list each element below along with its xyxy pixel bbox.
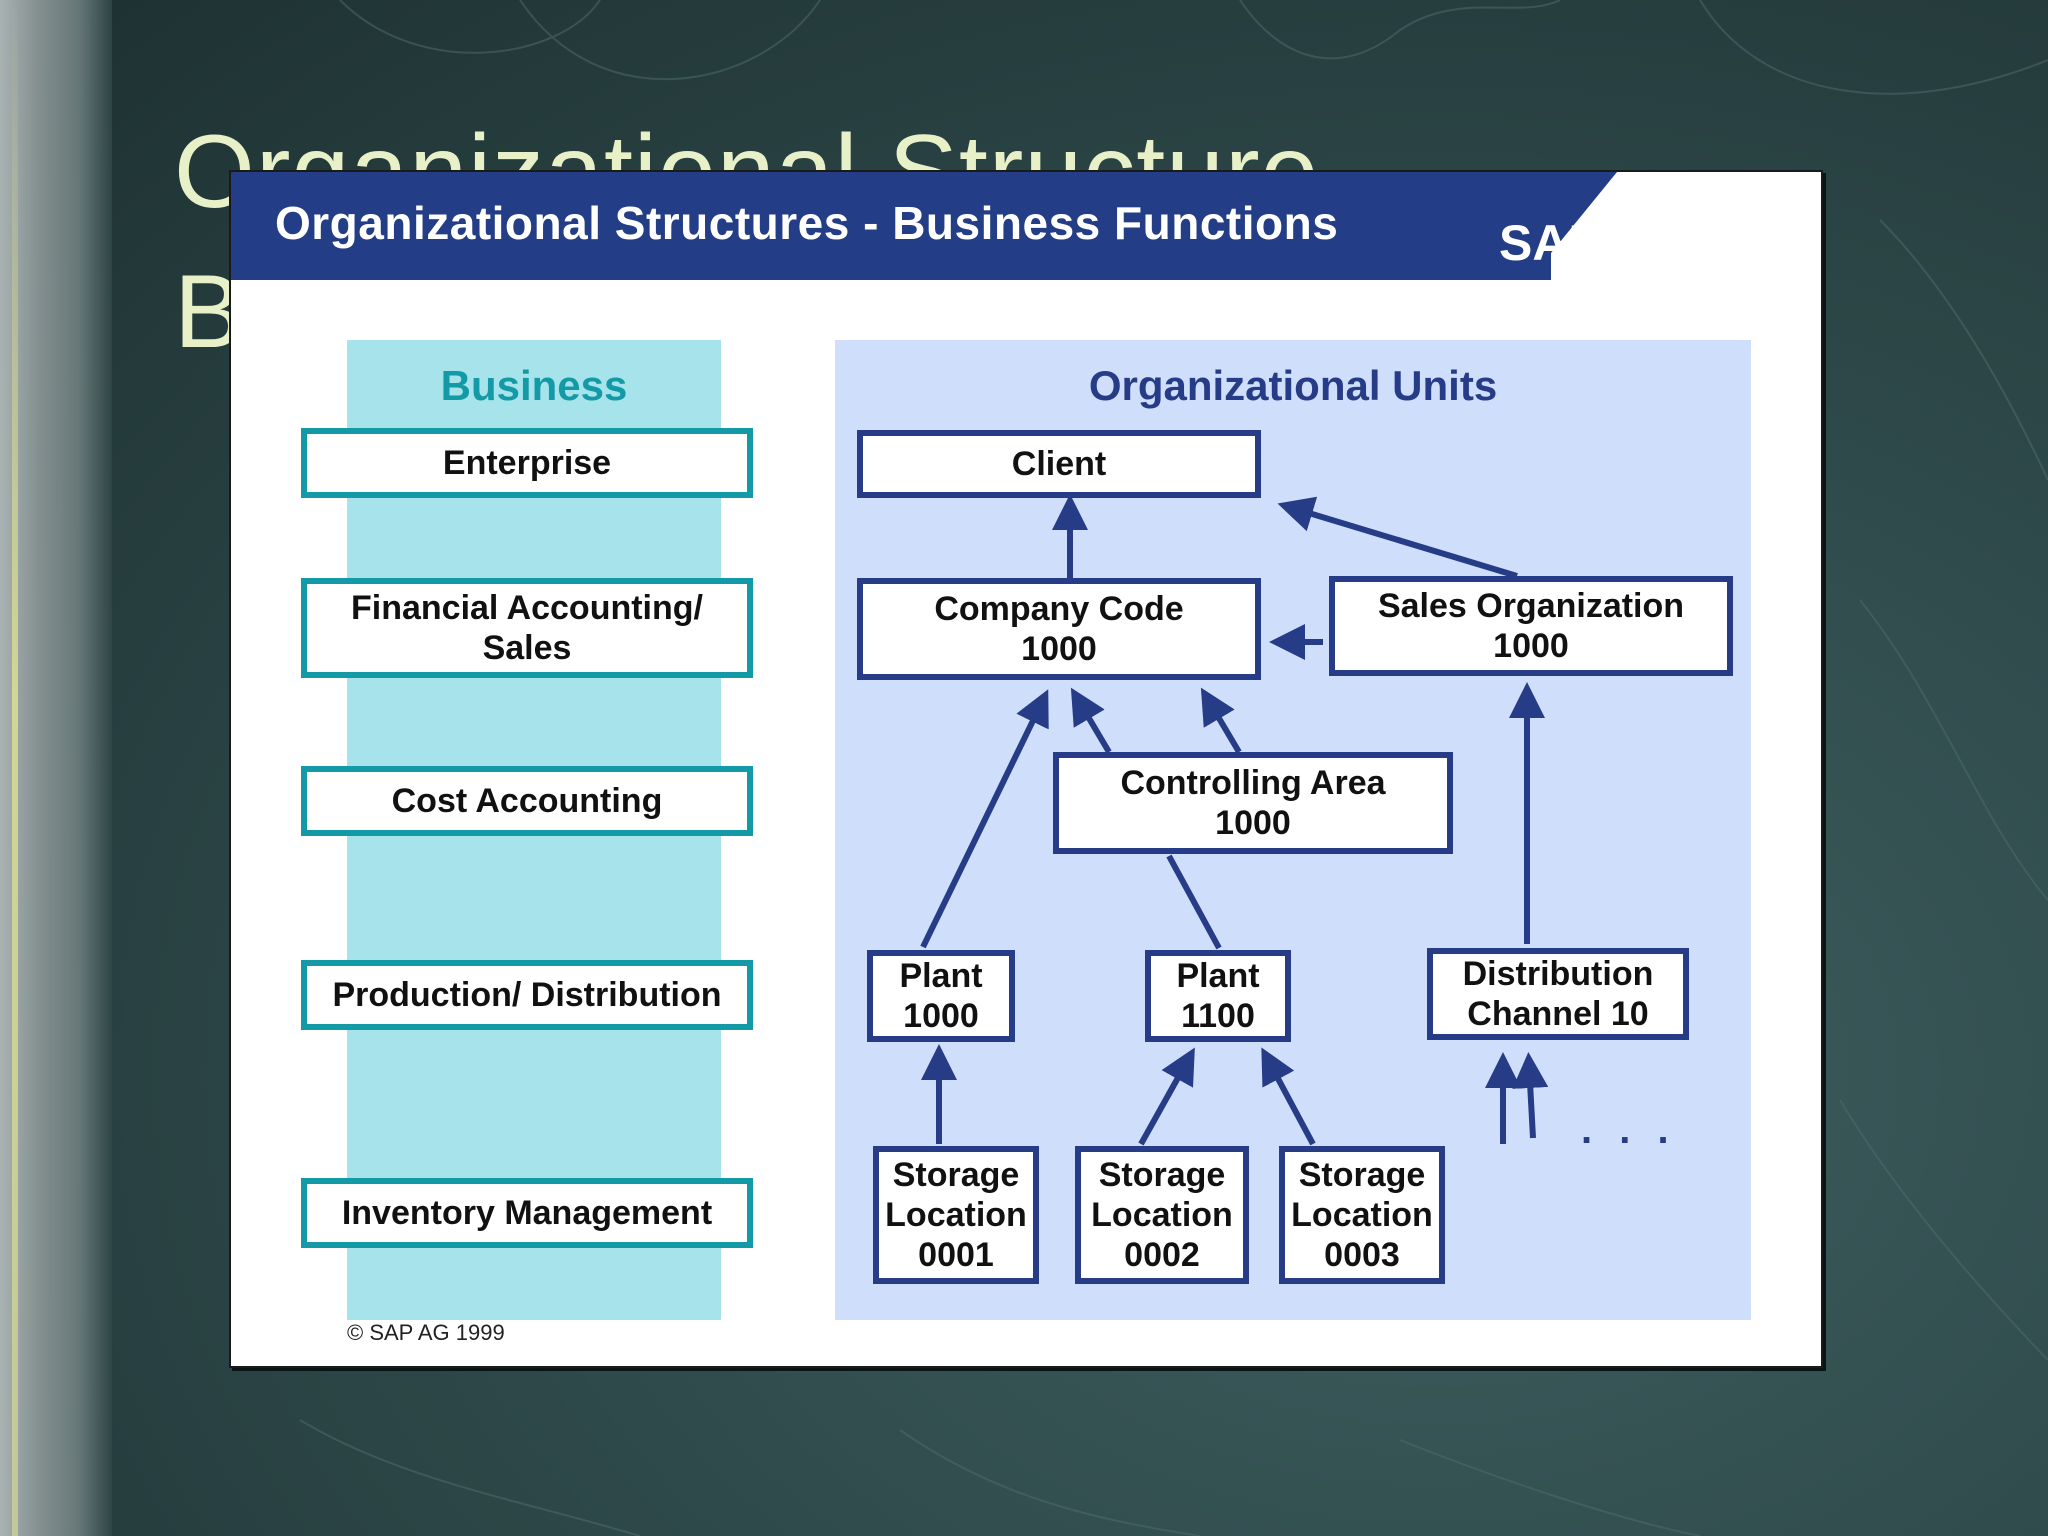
org-unit-label: Storage: [892, 1156, 1020, 1194]
org-unit-label: Distribution: [1462, 955, 1654, 993]
org-unit-client: Client: [857, 430, 1261, 498]
org-unit-label: Plant: [1176, 957, 1260, 995]
org-unit-label: Location: [1291, 1196, 1433, 1234]
org-unit-storage-location-0001: Storage Location 0001: [873, 1146, 1039, 1284]
org-unit-plant-1000: Plant 1000: [867, 950, 1015, 1042]
arrow-controlling-to-company: [1070, 687, 1112, 754]
org-unit-storage-location-0003: Storage Location 0003: [1279, 1146, 1445, 1284]
hierarchy-arrows: [920, 494, 1549, 1146]
org-unit-label: Controlling Area: [1120, 764, 1386, 802]
business-item-cost-accounting: Cost Accounting: [301, 766, 753, 836]
org-unit-number: 0003: [1324, 1236, 1400, 1274]
org-unit-label: Storage: [1098, 1156, 1226, 1194]
org-unit-number: 1000: [1493, 627, 1569, 665]
org-unit-company-code: Company Code 1000: [857, 578, 1261, 680]
business-item-production-distribution: Production/ Distribution: [301, 960, 753, 1030]
line-plant1100-to-controlling: [1166, 854, 1222, 950]
org-unit-distribution-channel: Distribution Channel 10: [1427, 948, 1689, 1040]
business-item-inventory-management: Inventory Management: [301, 1178, 753, 1248]
org-unit-plant-1100: Plant 1100: [1145, 950, 1291, 1042]
org-unit-number: 0002: [1124, 1236, 1200, 1274]
arrow-storage3-to-plant1100: [1261, 1047, 1316, 1146]
org-unit-controlling-area: Controlling Area 1000: [1053, 752, 1453, 854]
business-item-label: Sales: [482, 629, 572, 667]
arrow-controlling-to-company-2: [1200, 687, 1242, 754]
org-unit-sales-organization: Sales Organization 1000: [1329, 576, 1733, 676]
org-unit-number: 0001: [918, 1236, 994, 1274]
business-item-label: Production/ Distribution: [332, 976, 722, 1014]
org-unit-label: Location: [1091, 1196, 1233, 1234]
business-item-label: Enterprise: [442, 444, 612, 482]
copyright-notice: © SAP AG 1999: [347, 1320, 505, 1345]
diagram-title: Organizational Structures - Business Fun…: [275, 197, 1339, 249]
org-units-heading: Organizational Units: [1088, 362, 1498, 409]
org-unit-label: Location: [885, 1196, 1027, 1234]
sap-logo: SAP: [1497, 172, 1617, 280]
org-unit-label: Company Code: [934, 590, 1184, 628]
business-item-enterprise: Enterprise: [301, 428, 753, 498]
org-unit-label: Storage: [1298, 1156, 1426, 1194]
arrow-storage2-to-plant1100: [1138, 1047, 1195, 1146]
org-unit-number: Channel 10: [1467, 995, 1649, 1033]
diagram-panel: Organizational Structures - Business Fun…: [229, 170, 1823, 1368]
org-unit-label: Plant: [899, 957, 983, 995]
org-unit-number: 1000: [1215, 804, 1291, 842]
decorative-map-strip: [0, 0, 112, 1536]
business-item-label: Financial Accounting/: [351, 589, 703, 627]
org-unit-label: Sales Organization: [1377, 587, 1685, 625]
sap-logo-text: SAP: [1499, 215, 1602, 271]
arrow-more-to-distchannel-2: [1512, 1052, 1549, 1139]
org-unit-number: 1000: [1021, 630, 1097, 668]
org-unit-storage-location-0002: Storage Location 0002: [1075, 1146, 1249, 1284]
business-item-financial-accounting: Financial Accounting/ Sales: [301, 578, 753, 678]
more-units-ellipsis: . . .: [1581, 1108, 1677, 1152]
arrow-plant1000-to-company: [920, 689, 1049, 949]
business-item-label: Inventory Management: [341, 1194, 713, 1232]
business-heading: Business: [440, 362, 628, 409]
org-unit-number: 1100: [1181, 997, 1255, 1035]
org-unit-label: Client: [1011, 445, 1107, 483]
org-unit-number: 1000: [903, 997, 979, 1035]
business-item-label: Cost Accounting: [391, 782, 663, 820]
arrow-salesorg-to-client: [1277, 496, 1518, 579]
header-bar: Organizational Structures - Business Fun…: [231, 172, 1551, 280]
